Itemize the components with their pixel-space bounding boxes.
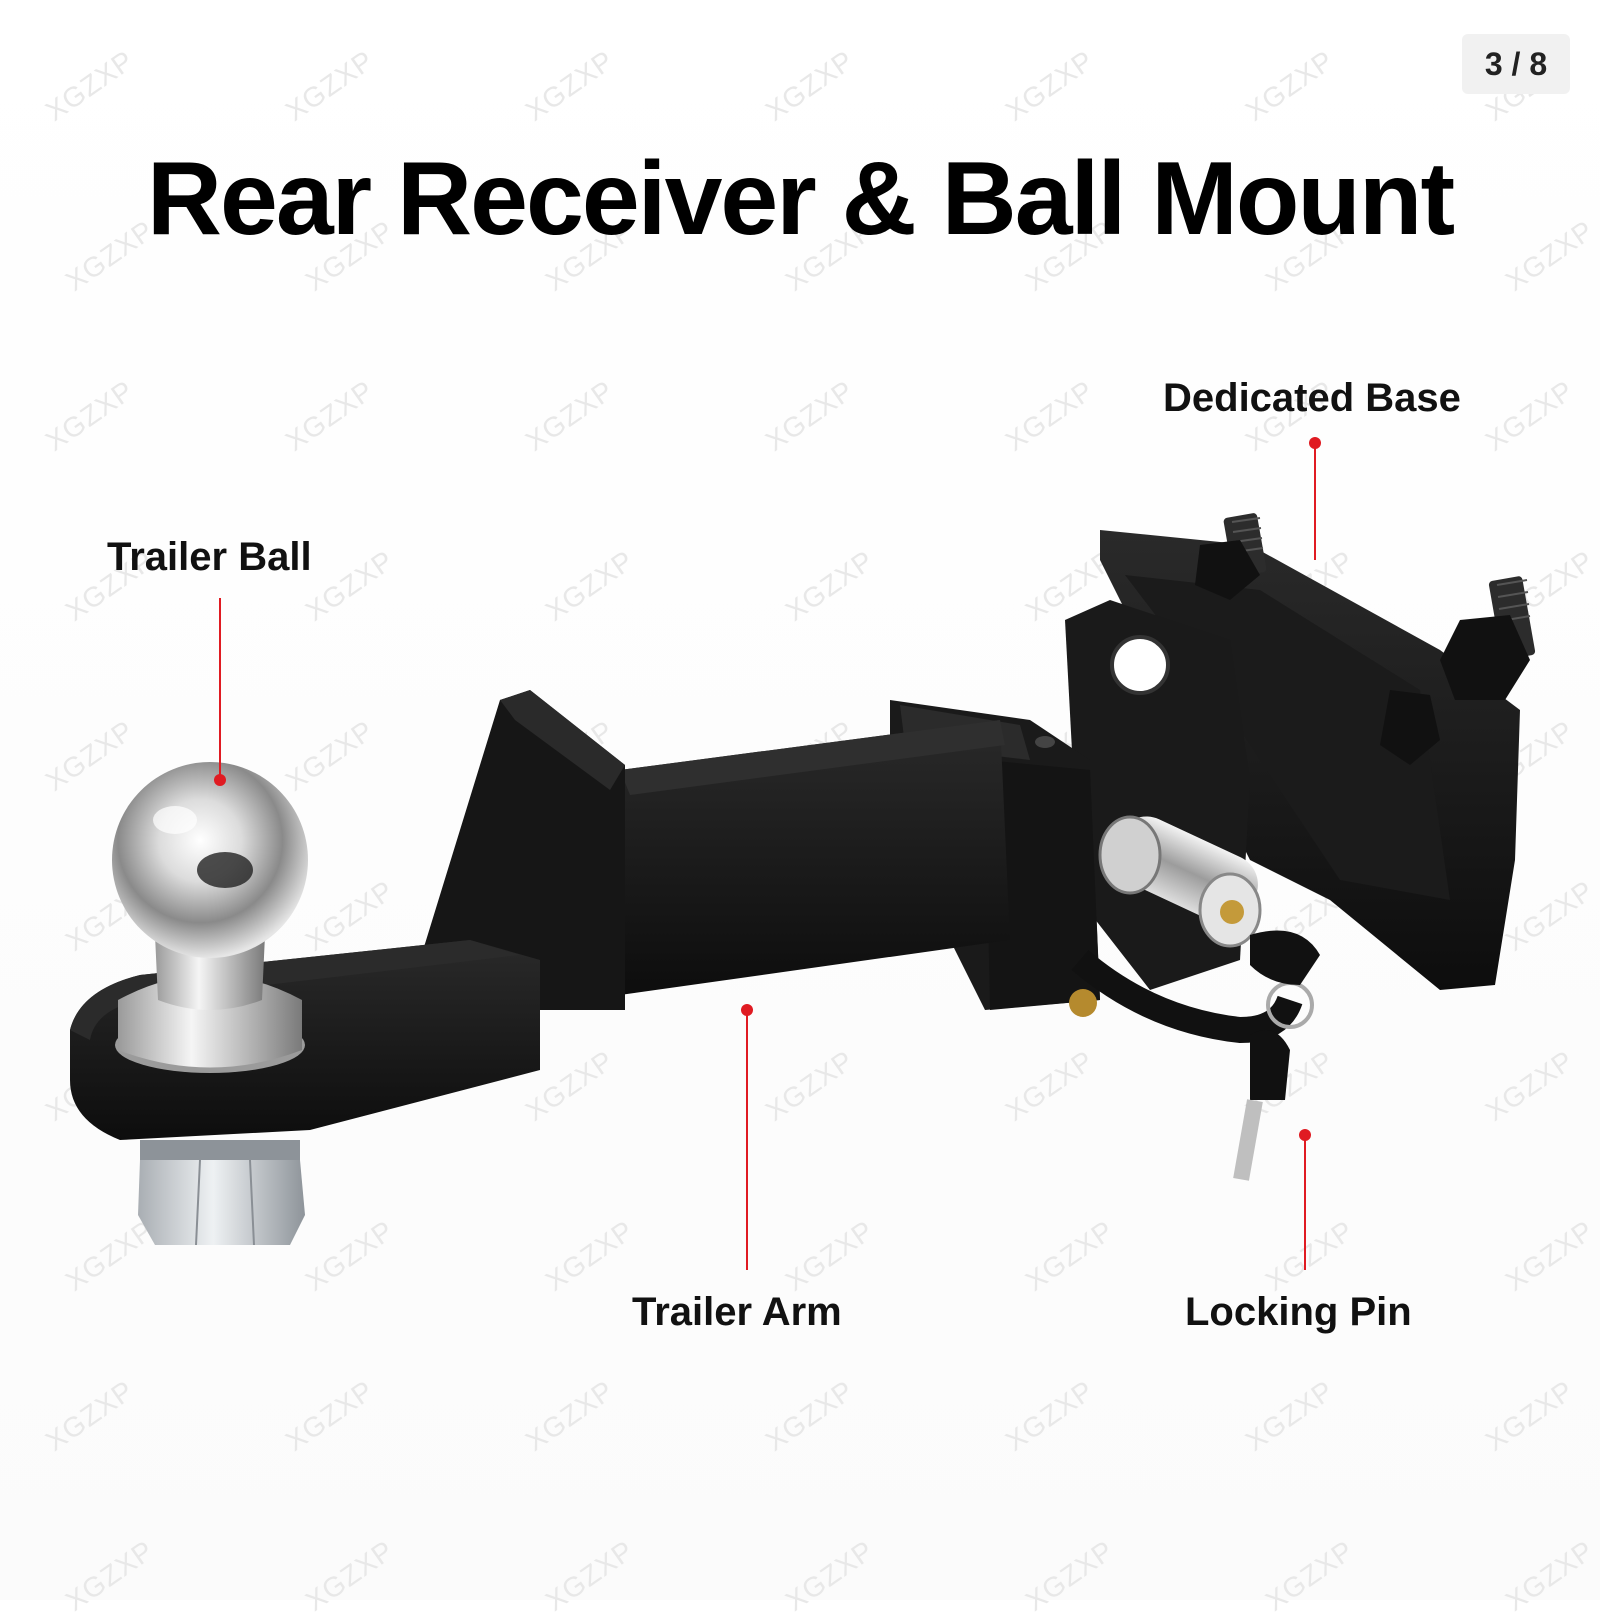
- image-counter-badge: 3 / 8: [1462, 34, 1570, 94]
- dedicated-base-dot: [1309, 437, 1321, 449]
- callout-trailer-arm: Trailer Arm: [632, 1290, 842, 1334]
- trailer-ball-dot: [214, 774, 226, 786]
- page-title: Rear Receiver & Ball Mount: [146, 141, 1455, 257]
- dedicated-base-plate: [1065, 513, 1536, 990]
- trailer-arm-dot: [741, 1004, 753, 1016]
- callout-trailer-ball: Trailer Ball: [107, 535, 312, 579]
- callout-markers: [214, 437, 1321, 1270]
- image-counter-text: 3 / 8: [1484, 45, 1548, 82]
- trailer-ball: [112, 762, 308, 1073]
- callout-locking-pin: Locking Pin: [1185, 1290, 1412, 1334]
- trailer-arm-shank: [70, 690, 1010, 1140]
- hex-nut: [138, 1140, 305, 1246]
- callout-dedicated-base: Dedicated Base: [1163, 376, 1461, 420]
- locking-pin-assembly: [1069, 815, 1320, 1181]
- locking-pin-dot: [1299, 1129, 1311, 1141]
